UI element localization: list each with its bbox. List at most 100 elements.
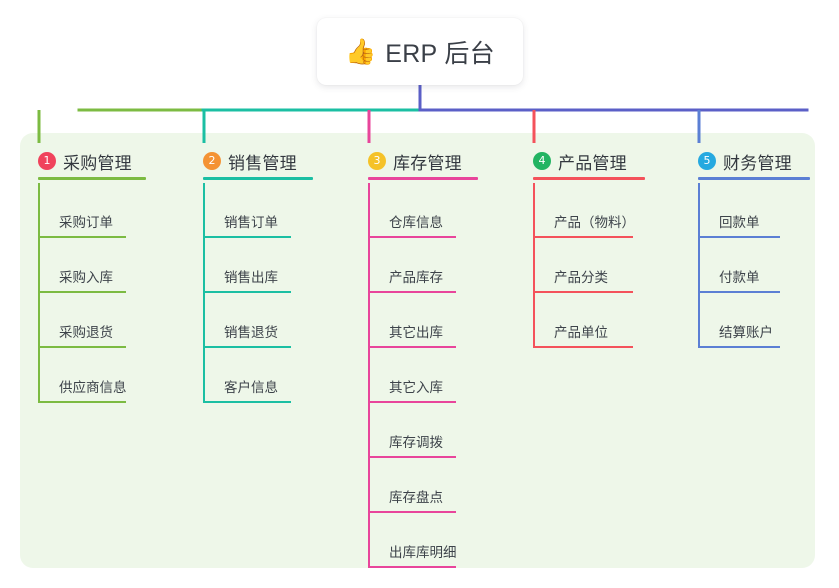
- branch-header-3[interactable]: 3 库存管理: [368, 149, 478, 173]
- branch-item-label: 产品分类: [554, 270, 608, 285]
- branch-item-label: 其它入库: [389, 380, 443, 395]
- branch-column-4: 4 产品管理产品（物料） 产品分类产品单位: [533, 149, 645, 348]
- branch-item-label: 结算账户: [719, 325, 773, 340]
- branch-title: 产品管理: [558, 153, 627, 173]
- branch-item[interactable]: 销售订单: [203, 183, 291, 238]
- branch-item-underline: [698, 346, 780, 348]
- branch-item-underline: [368, 401, 456, 403]
- branch-title: 财务管理: [723, 153, 792, 173]
- branch-item-label: 回款单: [719, 215, 760, 230]
- branch-item-underline: [698, 291, 780, 293]
- branch-item-underline: [203, 291, 291, 293]
- branch-item-label: 销售订单: [224, 215, 278, 230]
- branch-item-label: 销售退货: [224, 325, 278, 340]
- branch-column-5: 5 财务管理回款单付款单结算账户: [698, 149, 810, 348]
- branch-item[interactable]: 回款单: [698, 183, 780, 238]
- branch-item[interactable]: 采购退货: [38, 293, 126, 348]
- branch-header-underline: [368, 177, 478, 180]
- branch-item-underline: [368, 511, 456, 513]
- branch-spine: [203, 183, 205, 403]
- branch-number-badge: 5: [698, 152, 716, 170]
- branch-item[interactable]: 付款单: [698, 238, 780, 293]
- branch-spine: [698, 183, 700, 348]
- branch-item[interactable]: 库存盘点: [368, 458, 456, 513]
- branch-item-underline: [203, 346, 291, 348]
- branch-item-underline: [38, 346, 126, 348]
- root-node[interactable]: 👍 ERP 后台: [317, 18, 523, 85]
- branch-column-2: 2 销售管理销售订单销售出库销售退货客户信息: [203, 149, 313, 403]
- branch-header-4[interactable]: 4 产品管理: [533, 149, 645, 173]
- branch-header-2[interactable]: 2 销售管理: [203, 149, 313, 173]
- branch-item[interactable]: 产品库存: [368, 238, 456, 293]
- branch-item-underline: [38, 291, 126, 293]
- branch-item-underline: [368, 566, 456, 568]
- branch-item-label: 产品单位: [554, 325, 608, 340]
- branch-item[interactable]: 库存调拨: [368, 403, 456, 458]
- branch-item[interactable]: 产品分类: [533, 238, 633, 293]
- branch-items: 销售订单销售出库销售退货客户信息: [203, 183, 313, 403]
- branch-item-label: 付款单: [719, 270, 760, 285]
- branch-item-underline: [368, 236, 456, 238]
- branch-item-underline: [698, 236, 780, 238]
- branch-item-underline: [533, 236, 633, 238]
- branch-item-label: 其它出库: [389, 325, 443, 340]
- branch-spine: [38, 183, 40, 403]
- branch-item-underline: [368, 291, 456, 293]
- branch-item[interactable]: 其它入库: [368, 348, 456, 403]
- branch-header-underline: [698, 177, 810, 180]
- branch-item-label: 客户信息: [224, 380, 278, 395]
- branch-item[interactable]: 其它出库: [368, 293, 456, 348]
- branch-item[interactable]: 结算账户: [698, 293, 780, 348]
- branch-number-badge: 3: [368, 152, 386, 170]
- branch-item[interactable]: 产品单位: [533, 293, 633, 348]
- diagram-background-panel: [20, 133, 815, 568]
- branch-title: 销售管理: [228, 153, 297, 173]
- branch-number-badge: 4: [533, 152, 551, 170]
- branch-item[interactable]: 出库库明细: [368, 513, 457, 568]
- branch-header-1[interactable]: 1 采购管理: [38, 149, 146, 173]
- branch-items: 回款单付款单结算账户: [698, 183, 810, 348]
- branch-item-label: 采购入库: [59, 270, 113, 285]
- root-node-label: ERP 后台: [385, 39, 495, 68]
- branch-item-underline: [38, 401, 126, 403]
- branch-item-label: 产品库存: [389, 270, 443, 285]
- branch-header-underline: [203, 177, 313, 180]
- branch-items: 产品（物料） 产品分类产品单位: [533, 183, 645, 348]
- branch-item-underline: [533, 291, 633, 293]
- branch-items: 仓库信息产品库存其它出库其它入库库存调拨库存盘点出库库明细: [368, 183, 478, 568]
- branch-item-underline: [38, 236, 126, 238]
- branch-item[interactable]: 仓库信息: [368, 183, 456, 238]
- branch-column-3: 3 库存管理仓库信息产品库存其它出库其它入库库存调拨库存盘点出库库明细: [368, 149, 478, 568]
- branch-item-label: 采购订单: [59, 215, 113, 230]
- branch-item-label: 销售出库: [224, 270, 278, 285]
- branch-items: 采购订单采购入库采购退货供应商信息: [38, 183, 146, 403]
- branch-number-badge: 1: [38, 152, 56, 170]
- branch-item-label: 产品（物料）: [554, 215, 635, 230]
- branch-item[interactable]: 产品（物料）: [533, 183, 635, 238]
- root-node-content: 👍 ERP 后台: [345, 34, 495, 70]
- branch-item-underline: [533, 346, 633, 348]
- branch-spine: [368, 183, 370, 568]
- branch-header-underline: [38, 177, 146, 180]
- branch-item[interactable]: 采购入库: [38, 238, 126, 293]
- branch-item-label: 供应商信息: [59, 380, 127, 395]
- branch-item-underline: [203, 236, 291, 238]
- branch-item-underline: [368, 346, 456, 348]
- thumbs-up-icon: 👍: [345, 38, 377, 66]
- branch-spine: [533, 183, 535, 348]
- branch-title: 库存管理: [393, 153, 462, 173]
- branch-item[interactable]: 销售出库: [203, 238, 291, 293]
- branch-column-1: 1 采购管理采购订单采购入库采购退货供应商信息: [38, 149, 146, 403]
- branch-item[interactable]: 供应商信息: [38, 348, 127, 403]
- branch-item-underline: [203, 401, 291, 403]
- branch-title: 采购管理: [63, 153, 132, 173]
- branch-item-label: 仓库信息: [389, 215, 443, 230]
- branch-item[interactable]: 采购订单: [38, 183, 126, 238]
- branch-header-5[interactable]: 5 财务管理: [698, 149, 810, 173]
- branch-item-label: 库存调拨: [389, 435, 443, 450]
- branch-item-label: 出库库明细: [389, 545, 457, 560]
- branch-item[interactable]: 销售退货: [203, 293, 291, 348]
- branch-number-badge: 2: [203, 152, 221, 170]
- branch-item[interactable]: 客户信息: [203, 348, 291, 403]
